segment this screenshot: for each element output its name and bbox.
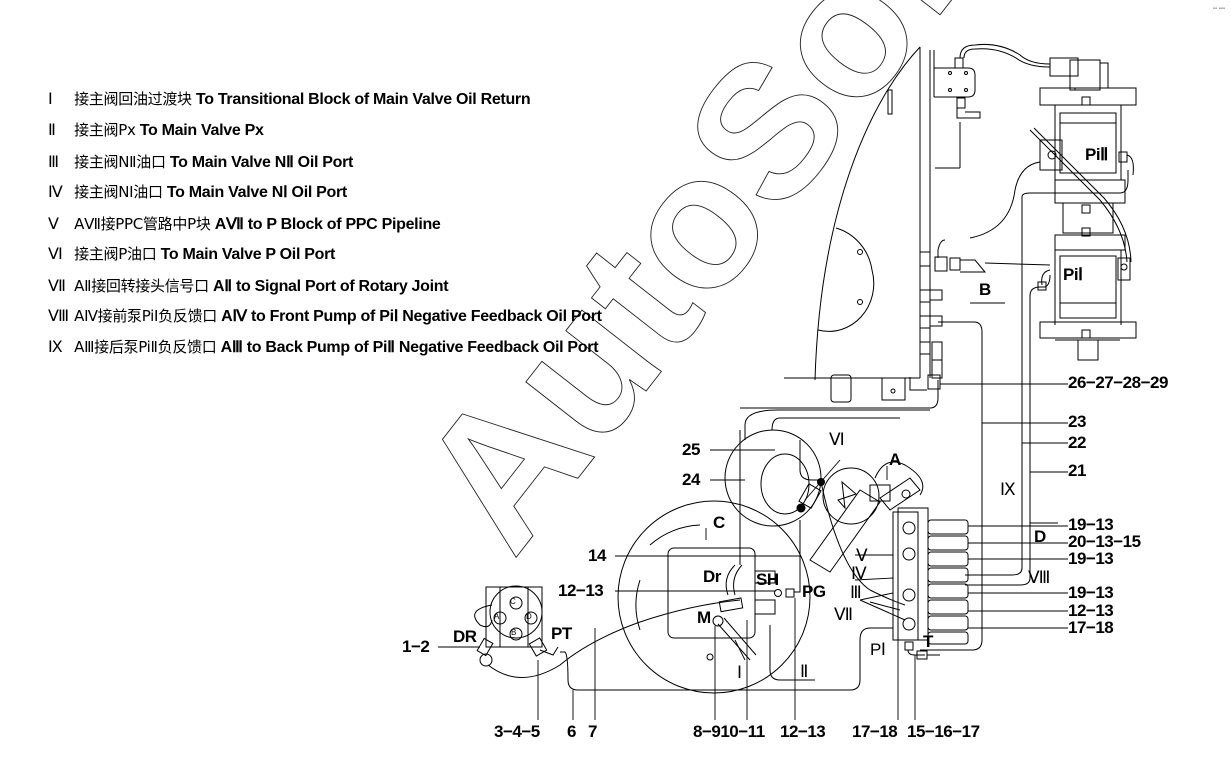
callout-12-13-bottom: 12−13 [780, 722, 826, 741]
callout-22: 22 [1068, 433, 1086, 452]
legend-item: Ⅵ 接主阀P油口 To Main Valve P Oil Port [48, 243, 335, 264]
port-label-m: M [697, 608, 711, 627]
section-label-c: C [713, 513, 725, 532]
port-label-dr-pump: DR [453, 627, 477, 646]
legend-numeral: Ⅰ [48, 91, 53, 108]
legend-item: Ⅷ AⅣ接前泵PiⅠ负反馈口 AⅣ to Front Pump of PiⅠ N… [48, 305, 602, 326]
callout-19-13-a: 19−13 [1068, 515, 1114, 534]
marker-iii: Ⅲ [850, 583, 862, 602]
section-label-d: D [1034, 527, 1046, 546]
legend-numeral: Ⅷ [48, 308, 69, 325]
callout-24: 24 [682, 470, 700, 489]
legend-chinese: 接主阀NⅠ油口 [74, 183, 163, 201]
callout-1-2: 1−2 [402, 637, 430, 656]
legend-chinese: AⅦ接PPC管路中P块 [74, 215, 211, 233]
pump-port-c: C [510, 597, 516, 606]
legend-item: Ⅰ 接主阀回油过渡块 To Transitional Block of Main… [48, 88, 531, 109]
callout-14: 14 [588, 546, 606, 565]
leader-lines [438, 303, 1068, 720]
legend-item: Ⅴ AⅦ接PPC管路中P块 AⅦ to P Block of PPC Pipel… [48, 213, 441, 234]
callout-3-4-5: 3−4−5 [494, 722, 540, 741]
legend-chinese: AⅡ接回转接头信号口 [74, 277, 209, 295]
legend-numeral: Ⅲ [48, 154, 59, 171]
port-label-pg: PG [802, 582, 826, 601]
legend-english: To Main Valve Px [139, 122, 264, 139]
legend-numeral: Ⅸ [48, 339, 63, 356]
legend-item: Ⅳ 接主阀NⅠ油口 To Main Valve NⅠ Oil Port [48, 181, 347, 202]
section-label-b: B [979, 280, 991, 299]
port-label-pi2: PiⅡ [1085, 145, 1108, 164]
callout-7: 7 [588, 722, 597, 741]
port-label-pt: PT [551, 624, 572, 643]
pipes [488, 122, 1128, 690]
marker-ii: Ⅱ [800, 662, 809, 681]
marker-i: Ⅰ [737, 663, 743, 682]
callout-19-13-b: 19−13 [1068, 549, 1114, 568]
callout-19-13-c: 19−13 [1068, 583, 1114, 602]
solenoid-coils [928, 520, 968, 644]
pump-port-b: B [511, 628, 517, 637]
callout-25: 25 [682, 440, 700, 459]
top-control-block [930, 44, 1050, 118]
legend-numeral: Ⅳ [48, 184, 63, 201]
legend-item: Ⅲ 接主阀NⅡ油口 To Main Valve NⅡ Oil Port [48, 151, 353, 172]
legend-item: Ⅸ AⅢ接后泵PiⅡ负反馈口 AⅢ to Back Pump of PiⅡ Ne… [48, 336, 599, 357]
callout-21: 21 [1068, 461, 1086, 480]
legend-english: To Transitional Block of Main Valve Oil … [195, 91, 531, 108]
marker-iv: Ⅳ [851, 564, 867, 583]
legend-numeral: Ⅴ [48, 216, 59, 233]
port-label-t: T [923, 632, 933, 651]
legend-numeral: Ⅱ [48, 122, 56, 139]
marker-v: Ⅴ [856, 546, 868, 565]
rotary-joint-area [725, 430, 923, 605]
legend-english: AⅡ to Signal Port of Rotary Joint [212, 278, 449, 295]
legend-english: To Main Valve NⅡ Oil Port [169, 154, 354, 171]
section-label-a: A [889, 450, 901, 469]
port-label-sh: SH [756, 570, 779, 589]
callout-12-13-right: 12−13 [1068, 601, 1114, 620]
port-label-p1: PⅠ [870, 640, 886, 659]
legend-item: Ⅱ 接主阀Px To Main Valve Px [48, 119, 264, 140]
legend-english: AⅣ to Front Pump of PiⅠ Negative Feedbac… [221, 308, 602, 325]
legend-english: To Main Valve NⅠ Oil Port [166, 184, 347, 201]
callout-15-16-17: 15−16−17 [907, 722, 980, 741]
callout-17-18-right: 17−18 [1068, 618, 1114, 637]
marker-vi: Ⅵ [829, 430, 845, 449]
callout-23: 23 [1068, 412, 1086, 431]
legend-chinese: 接主阀P油口 [74, 245, 157, 263]
port-label-pi1: PiⅠ [1063, 265, 1083, 284]
valve-ports [903, 522, 915, 630]
swing-motor [618, 430, 810, 693]
callout-26-29: 26−27−28−29 [1068, 373, 1168, 392]
legend-english: To Main Valve P Oil Port [160, 246, 336, 263]
marker-ix: Ⅸ [1000, 480, 1016, 499]
marker-vii: Ⅶ [834, 605, 854, 624]
tank-fittings [920, 240, 1050, 389]
callout-12-13-left: 12−13 [558, 581, 604, 600]
main-pump-assembly [970, 58, 1136, 360]
callout-17-18-bottom: 17−18 [852, 722, 898, 741]
legend-chinese: AⅢ接后泵PiⅡ负反馈口 [74, 338, 217, 356]
legend-chinese: 接主阀回油过渡块 [74, 90, 192, 108]
pump-port-a: A [494, 612, 500, 621]
hydraulic-tank [784, 47, 930, 402]
legend-english: AⅢ to Back Pump of PiⅡ Negative Feedback… [220, 339, 599, 356]
callout-8-9-10-11: 8−910−11 [693, 722, 765, 741]
legend-numeral: Ⅵ [48, 246, 63, 263]
pilot-pump [475, 586, 558, 666]
callout-6: 6 [567, 722, 576, 741]
legend-chinese: 接主阀NⅡ油口 [74, 153, 166, 171]
pump-port-d: D [526, 612, 532, 621]
corner-mark: ▪▪ ▪▪▪ [1212, 6, 1225, 12]
legend-numeral: Ⅶ [48, 278, 66, 295]
legend-chinese: AⅣ接前泵PiⅠ负反馈口 [74, 307, 217, 325]
legend-item: Ⅶ AⅡ接回转接头信号口 AⅡ to Signal Port of Rotary… [48, 275, 449, 296]
marker-viii: Ⅷ [1028, 568, 1051, 587]
legend-english: AⅦ to P Block of PPC Pipeline [214, 216, 441, 233]
callout-20-13-15: 20−13−15 [1068, 532, 1141, 551]
legend-chinese: 接主阀Px [74, 121, 136, 139]
port-label-dr-motor: Dr [703, 567, 721, 586]
pilot-valve-block [860, 508, 968, 659]
